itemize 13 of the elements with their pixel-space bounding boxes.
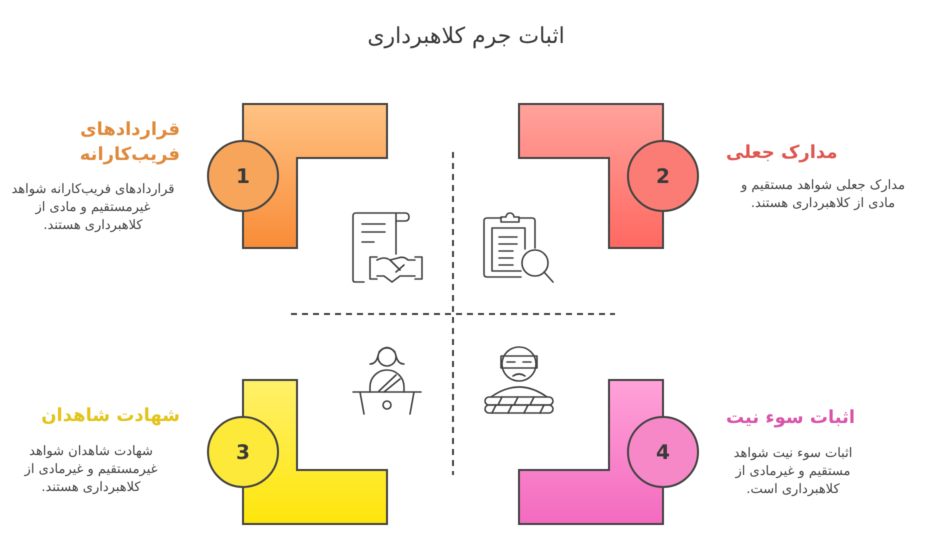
title: اثبات جرم کلاهبرداری xyxy=(366,23,566,51)
section-heading: قراردادهای فریب‌کارانه xyxy=(78,118,180,167)
description-text: اثبات سوء نیت شواهد مستقیم و غیرمادی از کلاهبرداری است. xyxy=(732,445,854,499)
section-heading: شهادت شاهدان xyxy=(40,404,180,428)
section-heading: مدارک جعلی xyxy=(726,141,838,165)
section-heading: اثبات سوء نیت xyxy=(726,406,856,430)
description-text: مدارک جعلی شواهد مستقیم و مادی از کلاهبرداری هستند. xyxy=(740,177,906,213)
description-text: شهادت شاهدان شواهد غیرمستقیم و غیرمادی از کلاهبرداری هستند. xyxy=(23,443,158,497)
step-number-circle: 2 xyxy=(627,140,699,212)
step-number-circle: 3 xyxy=(207,416,279,488)
description-text: قراردادهای فریب‌کارانه شواهد غیرمستقیم و مادی از کلاهبرداری هستند. xyxy=(10,181,176,235)
step-number-circle: 4 xyxy=(627,416,699,488)
step-number-circle: 1 xyxy=(207,140,279,212)
